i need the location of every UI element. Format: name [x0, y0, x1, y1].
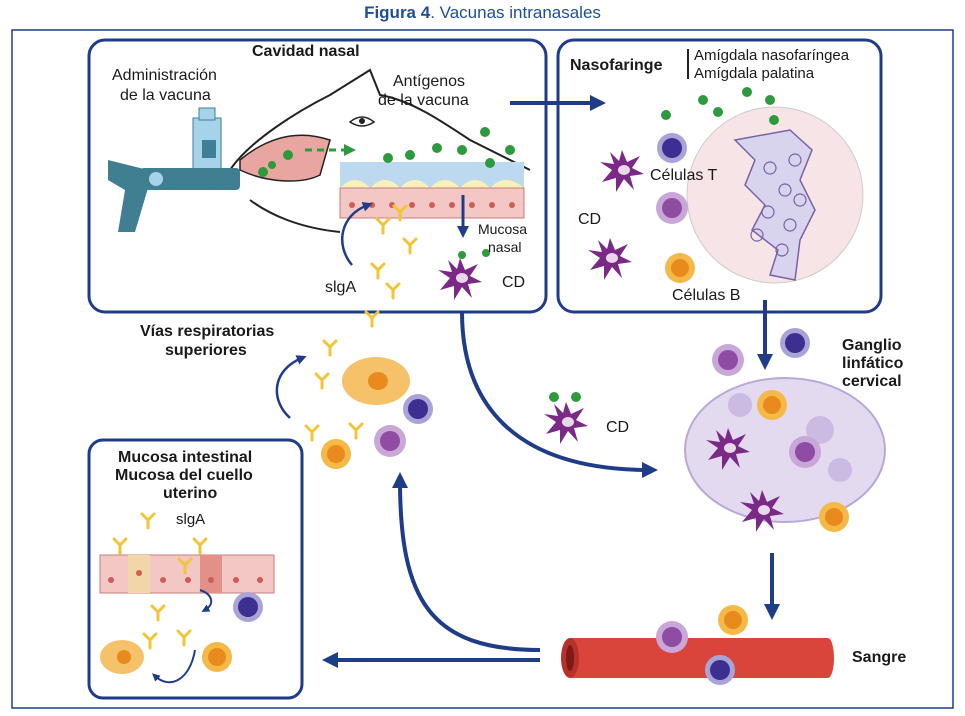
blood-label: Sangre — [852, 649, 907, 666]
nasopharynx-heading: Nasofaringe — [570, 57, 663, 74]
migrating-dendritic-cell — [544, 402, 588, 444]
vaccine-antigens — [258, 127, 515, 259]
lymph-node — [684, 377, 886, 523]
t-cell-blood-2 — [705, 655, 735, 685]
figure-title: Figura 4. Vacunas intranasales — [364, 3, 601, 22]
intestinal-label-line2: Mucosa del cuello — [115, 467, 253, 484]
b-cell-node-1 — [757, 390, 787, 420]
upper-airways-label-line1: Vías respiratorias — [140, 323, 275, 340]
outer-frame — [11, 29, 954, 709]
nasal-cd-label: CD — [502, 274, 526, 291]
face-outline — [229, 68, 531, 171]
t-cell-naso-2 — [656, 192, 688, 224]
nasopharynx-cd-label: CD — [578, 211, 602, 228]
intestinal-epithelium — [99, 554, 275, 594]
upper-airway-return-arrow — [275, 355, 307, 419]
epithelial-cells-nasal — [339, 187, 525, 219]
lymph-node-label-line2: linfático — [842, 355, 904, 372]
blood-vessel — [561, 638, 834, 678]
t-cell-node-1 — [712, 344, 744, 376]
administration-label-line1: Administración — [112, 67, 217, 84]
b-cell-blood — [718, 605, 748, 635]
heading-divider — [687, 49, 689, 79]
tonsil-label-2: Amígdala palatina — [694, 65, 815, 82]
t-cells-label: Células T — [650, 167, 718, 184]
lymph-node-label-line1: Ganglio — [842, 337, 902, 354]
intestinal-label-line1: Mucosa intestinal — [118, 449, 253, 466]
t-cell-naso-1 — [657, 133, 687, 163]
antigens-nasopharynx — [661, 87, 779, 125]
t-cell-blood-1 — [656, 621, 688, 653]
tonsil-illustration — [686, 106, 864, 284]
intestinal-label-line3: uterino — [163, 485, 218, 502]
b-cell-node-2 — [819, 502, 849, 532]
b-cell-naso — [665, 253, 695, 283]
t-cell-node-2 — [780, 328, 810, 358]
antigens-label-line2: de la vacuna — [378, 92, 469, 109]
b-cells-label: Células B — [672, 287, 741, 304]
t-cell-intestinal — [233, 592, 263, 622]
arrow-to-upper-airways — [392, 472, 541, 652]
eye-icon — [348, 116, 376, 127]
mucosa-label-line1: Mucosa — [478, 221, 528, 237]
arrow-dc-to-node — [460, 311, 658, 478]
administration-label-line2: de la vacuna — [120, 87, 211, 104]
nasal-siga-label: slgA — [325, 279, 357, 296]
siga-return-arrow — [340, 201, 373, 266]
nasal-cavity-heading: Cavidad nasal — [252, 43, 360, 60]
t-cell-node-3 — [789, 436, 821, 468]
tonsil-label-1: Amígdala nasofaríngea — [694, 47, 850, 64]
intestinal-siga-label: slgA — [176, 511, 206, 528]
upper-airways-label-line2: superiores — [165, 342, 247, 359]
mucosa-label-line2: nasal — [488, 239, 522, 255]
nasal-spray-device — [108, 107, 240, 232]
upper-airway-cells — [304, 339, 433, 469]
b-cell-intestinal — [202, 642, 232, 672]
lymph-node-label-line3: cervical — [842, 373, 902, 390]
antigens-label-line1: Antígenos — [393, 73, 466, 90]
migrating-cd-label: CD — [606, 419, 630, 436]
